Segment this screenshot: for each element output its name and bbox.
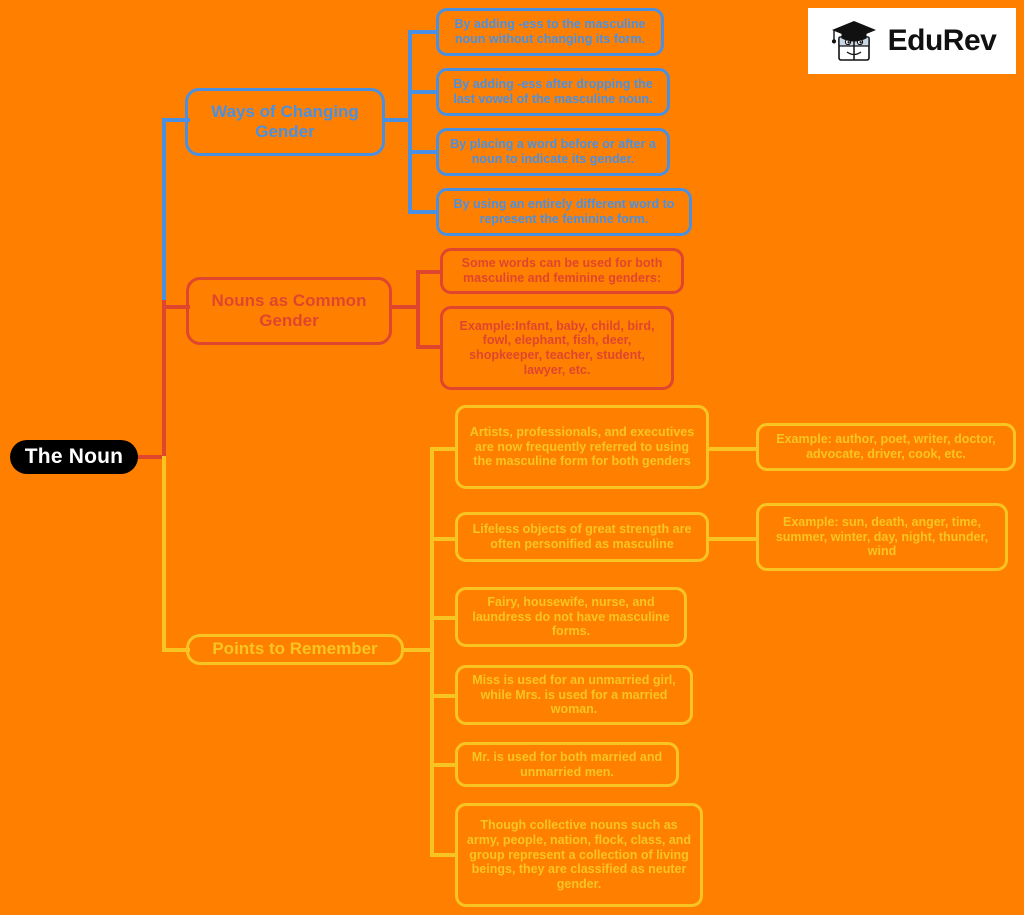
leaf-node-amber-4[interactable]: Miss is used for an unmarried girl, whil… bbox=[455, 665, 693, 725]
connector-amber-example-1 bbox=[708, 447, 758, 451]
connector-trunk-amber bbox=[162, 456, 166, 652]
example-label: Example: author, poet, writer, doctor, a… bbox=[776, 432, 996, 461]
connector-trunk-blue bbox=[162, 120, 166, 303]
leaf-node-red-1[interactable]: Some words can be used for both masculin… bbox=[440, 248, 684, 294]
connector-root-stub bbox=[138, 455, 166, 459]
leaf-label: Some words can be used for both masculin… bbox=[461, 256, 663, 285]
leaf-node-amber-1[interactable]: Artists, professionals, and executives a… bbox=[455, 405, 709, 489]
connector-red-child-2 bbox=[416, 345, 442, 349]
connector-amber-child-3 bbox=[430, 616, 456, 620]
connector-blue-child-2 bbox=[408, 90, 438, 94]
leaf-node-amber-3[interactable]: Fairy, housewife, nurse, and laundress d… bbox=[455, 587, 687, 647]
connector-branch-3-stub bbox=[162, 648, 190, 652]
connector-blue-spine bbox=[408, 30, 412, 214]
example-label: Example: sun, death, anger, time, summer… bbox=[775, 514, 989, 559]
connector-amber-parent-out bbox=[404, 648, 434, 652]
connector-red-spine bbox=[416, 270, 420, 348]
leaf-label: Example:Infant, baby, child, bird, fowl,… bbox=[459, 318, 655, 377]
connector-trunk-red bbox=[162, 300, 166, 460]
root-label: The Noun bbox=[24, 444, 124, 468]
connector-red-child-1 bbox=[416, 270, 442, 274]
edurev-logo: EduRev bbox=[808, 8, 1016, 74]
root-node[interactable]: The Noun bbox=[10, 440, 138, 474]
branch-node-ways-of-changing-gender[interactable]: Ways of Changing Gender bbox=[185, 88, 385, 156]
leaf-node-blue-3[interactable]: By placing a word before or after a noun… bbox=[436, 128, 670, 176]
leaf-label: By adding -ess after dropping the last v… bbox=[453, 77, 653, 106]
leaf-label: Though collective nouns such as army, pe… bbox=[466, 818, 692, 892]
connector-blue-child-1 bbox=[408, 30, 438, 34]
connector-amber-example-2 bbox=[708, 537, 758, 541]
leaf-node-blue-1[interactable]: By adding -ess to the masculine noun wit… bbox=[436, 8, 664, 56]
connector-amber-spine bbox=[430, 447, 434, 856]
leaf-label: Miss is used for an unmarried girl, whil… bbox=[472, 672, 676, 717]
branch-node-nouns-as-common-gender[interactable]: Nouns as Common Gender bbox=[186, 277, 392, 345]
connector-amber-child-2 bbox=[430, 537, 456, 541]
leaf-label: Lifeless objects of great strength are o… bbox=[472, 522, 692, 551]
example-node-amber-1[interactable]: Example: author, poet, writer, doctor, a… bbox=[756, 423, 1016, 471]
connector-amber-child-5 bbox=[430, 763, 456, 767]
leaf-node-amber-2[interactable]: Lifeless objects of great strength are o… bbox=[455, 512, 709, 562]
leaf-label: By placing a word before or after a noun… bbox=[450, 137, 656, 166]
logo-wordmark: EduRev bbox=[887, 24, 997, 57]
branch-label: Nouns as Common Gender bbox=[211, 290, 367, 330]
branch-label: Ways of Changing Gender bbox=[211, 101, 359, 141]
example-node-amber-2[interactable]: Example: sun, death, anger, time, summer… bbox=[756, 503, 1008, 571]
leaf-label: By using an entirely different word to r… bbox=[453, 197, 675, 226]
connector-branch-2-stub bbox=[162, 305, 190, 309]
leaf-label: Artists, professionals, and executives a… bbox=[469, 424, 695, 469]
leaf-label: Mr. is used for both married and unmarri… bbox=[471, 749, 663, 779]
leaf-node-amber-5[interactable]: Mr. is used for both married and unmarri… bbox=[455, 742, 679, 787]
leaf-node-blue-2[interactable]: By adding -ess after dropping the last v… bbox=[436, 68, 670, 116]
leaf-label: By adding -ess to the masculine noun wit… bbox=[454, 17, 646, 46]
connector-blue-child-3 bbox=[408, 150, 438, 154]
connector-blue-child-4 bbox=[408, 210, 438, 214]
leaf-label: Fairy, housewife, nurse, and laundress d… bbox=[472, 594, 670, 639]
leaf-node-amber-6[interactable]: Though collective nouns such as army, pe… bbox=[455, 803, 703, 907]
connector-red-parent-out bbox=[390, 305, 420, 309]
branch-label: Points to Remember bbox=[212, 639, 378, 659]
connector-amber-child-1 bbox=[430, 447, 456, 451]
connector-amber-child-6 bbox=[430, 853, 456, 857]
graduation-cap-book-icon bbox=[831, 21, 876, 61]
connector-amber-child-4 bbox=[430, 694, 456, 698]
connector-blue-parent-out bbox=[382, 118, 412, 122]
branch-node-points-to-remember[interactable]: Points to Remember bbox=[186, 634, 404, 665]
leaf-node-blue-4[interactable]: By using an entirely different word to r… bbox=[436, 188, 692, 236]
connector-branch-1-stub bbox=[162, 118, 190, 122]
leaf-node-red-2[interactable]: Example:Infant, baby, child, bird, fowl,… bbox=[440, 306, 674, 390]
